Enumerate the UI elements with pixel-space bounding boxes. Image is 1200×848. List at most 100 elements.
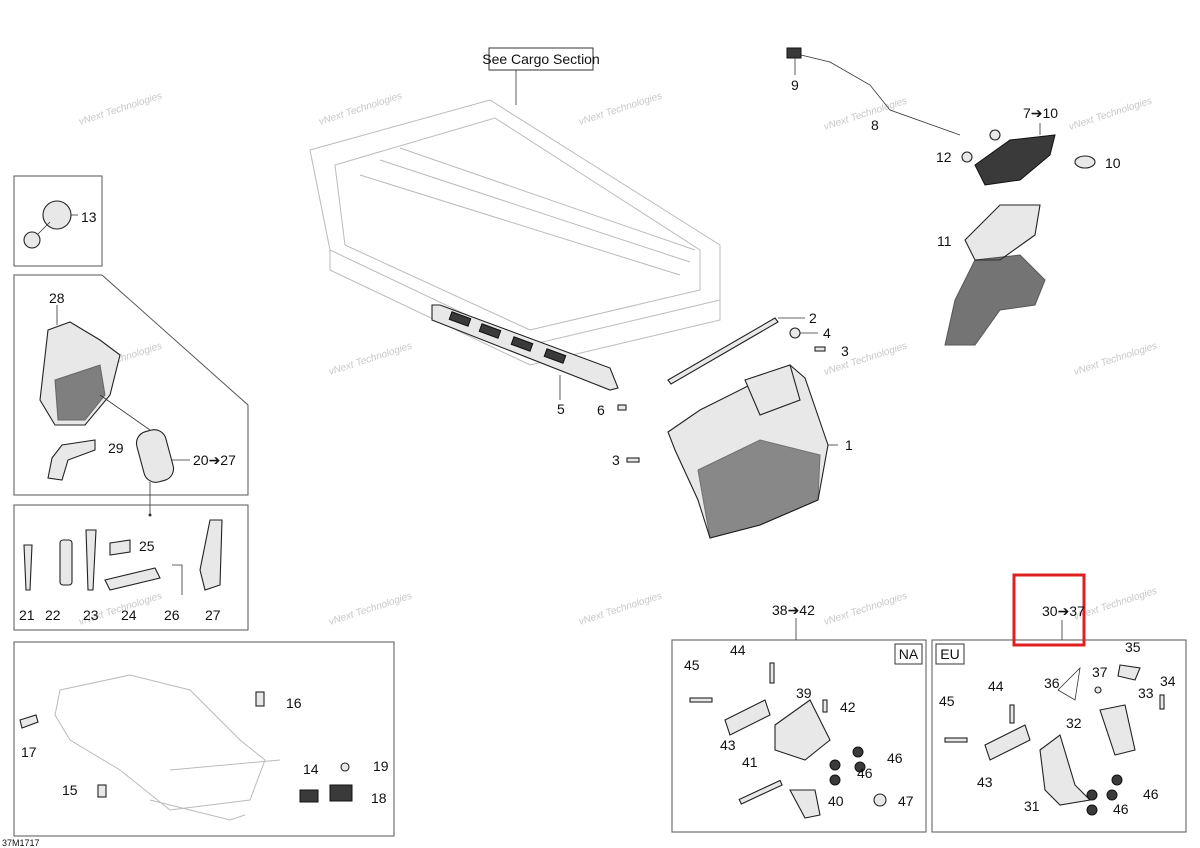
part-41-pin (738, 779, 783, 805)
watermark: vNext Technologies (328, 341, 414, 378)
label-46: 46 (1143, 786, 1159, 802)
label-45: 45 (939, 693, 955, 709)
label-46: 46 (887, 750, 903, 766)
part-13-shaft (37, 221, 51, 235)
watermark: vNext Technologies (823, 591, 909, 628)
label-41: 41 (742, 754, 758, 770)
bar-slot (510, 336, 534, 352)
part-24-strap (104, 567, 161, 591)
bar-slot (448, 311, 472, 327)
part-46-nut (1106, 789, 1118, 801)
label-22: 22 (45, 607, 61, 623)
label-8: 8 (871, 117, 879, 133)
part-13-knob (23, 231, 41, 249)
part-46-nut (852, 746, 864, 758)
part-10-bulb (1074, 155, 1096, 169)
figure-code: 37M1717 (2, 838, 40, 848)
part-16-decal (255, 691, 265, 707)
label-42: 42 (840, 699, 856, 715)
part-46-nut (1086, 789, 1098, 801)
label-10: 10 (1105, 155, 1121, 171)
part-47-cap (873, 793, 887, 807)
part-37-pin (1094, 686, 1102, 694)
watermark: vNext Technologies (578, 591, 664, 628)
label-26: 26 (164, 607, 180, 623)
na-tag-text: NA (899, 646, 919, 662)
part-46-nut (829, 774, 841, 786)
part-8-harness (800, 54, 961, 136)
label-40: 40 (828, 793, 844, 809)
part-9-connector (786, 47, 802, 59)
label-23: 23 (83, 607, 99, 623)
part-4-washer (789, 327, 801, 339)
label-15: 15 (62, 782, 78, 798)
part-43-plate (984, 724, 1031, 761)
label-28: 28 (49, 290, 65, 306)
part-34-pin (1159, 694, 1165, 710)
label-44: 44 (730, 642, 746, 658)
box-na: NA (671, 618, 927, 833)
part-26-hex-key (172, 564, 183, 595)
box-tools (13, 504, 249, 631)
part-11-bracket-top (964, 204, 1041, 261)
watermark: vNext Technologies (78, 91, 164, 128)
part-36-wire (1057, 666, 1081, 701)
label-43: 43 (977, 774, 993, 790)
watermark: vNext Technologies (318, 91, 404, 128)
label-24: 24 (121, 607, 137, 623)
label-30-37: 30➔37 (1042, 603, 1085, 619)
label-27: 27 (205, 607, 221, 623)
box-13 (13, 175, 103, 267)
rack-side (329, 250, 721, 366)
label-21: 21 (19, 607, 35, 623)
inset-box (931, 639, 1187, 833)
label-43: 43 (720, 737, 736, 753)
part-11-bracket-lower (944, 254, 1046, 346)
part-44-bolt (769, 662, 775, 684)
watermark: vNext Technologies (328, 591, 414, 628)
inset-box (13, 504, 249, 631)
hardware-top-center (617, 317, 826, 463)
label-6: 6 (597, 402, 605, 418)
label-7-10: 7➔10 (1023, 105, 1058, 121)
label-39: 39 (796, 685, 812, 701)
part-23-wrench (85, 529, 97, 591)
part-1-snow-flap (667, 364, 838, 539)
label-33: 33 (1138, 685, 1154, 701)
part-25-clip (109, 539, 131, 556)
rack-rails (359, 147, 696, 276)
part-46-nut (1111, 774, 1123, 786)
eu-tag (935, 643, 965, 665)
highlight-box (1012, 573, 1086, 647)
part-42-pin (822, 699, 828, 713)
part-39-hitch (774, 699, 831, 761)
leader-dot (148, 513, 152, 517)
label-37: 37 (1092, 664, 1108, 680)
taillight-assembly (786, 47, 1096, 346)
pouch-detail (54, 364, 106, 421)
label-44: 44 (988, 678, 1004, 694)
part-29-strap (47, 439, 96, 481)
label-46: 46 (1113, 801, 1129, 817)
inset-box (13, 641, 395, 837)
label-19: 19 (373, 758, 389, 774)
part-21-tool (23, 544, 33, 591)
watermark: vNext Technologies (578, 91, 664, 128)
label-4: 4 (823, 325, 831, 341)
label-34: 34 (1160, 673, 1176, 689)
box-28-29 (13, 274, 249, 517)
label-3: 3 (841, 343, 849, 359)
sled-body (54, 674, 266, 811)
sled-ski (149, 759, 281, 821)
rack-outline (309, 99, 721, 346)
label-14: 14 (303, 761, 319, 777)
leader-arrow (99, 394, 151, 431)
watermark: vNext Technologies (823, 96, 909, 133)
flap-lower (697, 439, 821, 539)
part-46-nut (1086, 804, 1098, 816)
label-20-27: 20➔27 (193, 452, 236, 468)
part-5-bracket-bar (431, 304, 619, 400)
inset-box (13, 175, 103, 267)
label-17: 17 (21, 744, 37, 760)
label-35: 35 (1125, 639, 1141, 655)
